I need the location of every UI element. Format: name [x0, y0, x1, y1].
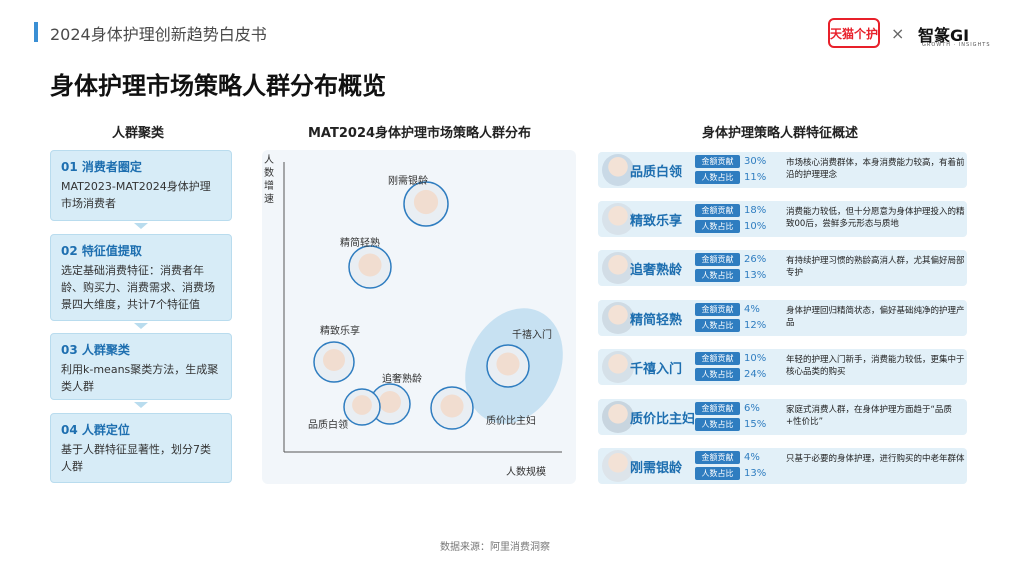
title-accent-bar — [34, 22, 38, 42]
step-text: 基于人群特征显著性，划分7类人群 — [61, 443, 211, 473]
persona-card: 精简轻熟金额贡献 4% 人数占比 12% 身体护理回归精简状态，偏好基础纯净的护理产品 — [598, 300, 967, 336]
persona-description: 市场核心消费群体，本身消费能力较高，有着前沿的护理理念 — [786, 158, 965, 180]
step-card: 04 人群定位 基于人群特征显著性，划分7类人群 — [50, 413, 232, 483]
scatter-point — [348, 245, 392, 289]
persona-description: 年轻的护理入门新手，消费能力较低，更集中于核心品类的购买 — [786, 355, 965, 377]
people-share: 15% — [744, 419, 767, 430]
profiles-heading: 身体护理策略人群特征概述 — [702, 126, 859, 141]
clustering-heading: 人群聚类 — [112, 126, 165, 141]
amount-badge: 金额贡献 — [695, 253, 740, 266]
point-label: 追奢熟龄 — [382, 374, 422, 385]
point-label: 品质白领 — [308, 420, 348, 431]
step-title: 03 人群聚类 — [61, 343, 130, 357]
amount-badge: 金额贡献 — [695, 303, 740, 316]
step-arrow — [134, 402, 148, 408]
persona-avatar — [602, 401, 634, 433]
persona-description: 家庭式消费人群，在身体护理方面趋于“品质+性价比” — [786, 405, 952, 427]
step-title: 01 消费者圈定 — [61, 160, 142, 174]
step-arrow — [134, 323, 148, 329]
step-card: 01 消费者圈定 MAT2023-MAT2024身体护理市场消费者 — [50, 150, 232, 221]
chart-canvas — [283, 162, 563, 453]
step-title: 02 特征值提取 — [61, 244, 142, 258]
amount-share: 26% — [744, 254, 767, 265]
tmall-logo: 天猫个护 — [828, 18, 880, 48]
step-text: MAT2023-MAT2024身体护理市场消费者 — [61, 180, 211, 210]
persona-name: 品质白领 — [630, 165, 683, 180]
persona-avatar — [602, 203, 634, 235]
persona-card: 千禧入门金额贡献 10% 人数占比 24% 年轻的护理入门新手，消费能力较低，更集中于核… — [598, 349, 967, 385]
persona-card: 追奢熟龄金额贡献 26% 人数占比 13% 有持续护理习惯的熟龄高消人群，尤其偏好局部专… — [598, 250, 967, 286]
persona-avatar — [602, 302, 634, 334]
people-badge: 人数占比 — [695, 220, 740, 233]
persona-description: 有持续护理习惯的熟龄高消人群，尤其偏好局部专护 — [786, 256, 965, 278]
step-title: 04 人群定位 — [61, 423, 130, 437]
document-title: 2024身体护理创新趋势白皮书 — [50, 25, 267, 44]
amount-share: 18% — [744, 205, 767, 216]
point-label: 精简轻熟 — [340, 238, 380, 249]
scatter-point — [313, 341, 355, 383]
amount-share: 6% — [744, 403, 760, 414]
people-share: 10% — [744, 221, 767, 232]
people-share: 13% — [744, 270, 767, 281]
people-badge: 人数占比 — [695, 171, 740, 184]
persona-description: 只基于必要的身体护理，进行购买的中老年群体 — [786, 454, 965, 464]
persona-card: 质价比主妇金额贡献 6% 人数占比 15% 家庭式消费人群，在身体护理方面趋于“品质+性… — [598, 399, 967, 435]
people-share: 24% — [744, 369, 767, 380]
step-card: 02 特征值提取 选定基础消费特征：消费者年龄、购买力、消费需求、消费场景四大维… — [50, 234, 232, 321]
amount-badge: 金额贡献 — [695, 204, 740, 217]
step-card: 03 人群聚类 利用k-means聚类方法，生成聚类人群 — [50, 333, 232, 400]
persona-name: 追奢熟龄 — [630, 263, 683, 278]
logo-separator: × — [891, 24, 905, 43]
chart-title: MAT2024身体护理市场策略人群分布 — [308, 126, 532, 141]
people-share: 13% — [744, 468, 767, 479]
zhizuan-logo: 智篆GI — [918, 26, 970, 45]
step-text: 选定基础消费特征：消费者年龄、购买力、消费需求、消费场景四大维度，共计7个特征值 — [61, 264, 215, 311]
people-badge: 人数占比 — [695, 418, 740, 431]
amount-share: 4% — [744, 304, 760, 315]
data-source: 数据来源：阿里消费洞察 — [440, 542, 550, 553]
point-label: 质价比主妇 — [486, 416, 536, 427]
people-share: 12% — [744, 320, 767, 331]
x-axis-label: 人数规模 — [506, 467, 546, 478]
persona-name: 刚需银龄 — [630, 461, 683, 476]
step-arrow — [134, 223, 148, 229]
persona-description: 身体护理回归精简状态，偏好基础纯净的护理产品 — [786, 306, 965, 328]
amount-share: 30% — [744, 156, 767, 167]
persona-card: 刚需银龄金额贡献 4% 人数占比 13% 只基于必要的身体护理，进行购买的中老年群体 — [598, 448, 967, 484]
amount-share: 10% — [744, 353, 767, 364]
persona-avatar — [602, 351, 634, 383]
persona-avatar — [602, 154, 634, 186]
people-badge: 人数占比 — [695, 467, 740, 480]
point-label: 千禧入门 — [512, 330, 552, 341]
amount-badge: 金额贡献 — [695, 155, 740, 168]
scatter-point — [430, 386, 474, 430]
point-label: 精致乐享 — [320, 326, 360, 337]
scatter-point — [486, 344, 530, 388]
point-label: 刚需银龄 — [388, 176, 428, 187]
persona-card: 品质白领金额贡献 30% 人数占比 11% 市场核心消费群体，本身消费能力较高，有着前沿… — [598, 152, 967, 188]
persona-card: 精致乐享金额贡献 18% 人数占比 10% 消费能力较低，但十分愿意为身体护理投入的精致… — [598, 201, 967, 237]
persona-name: 质价比主妇 — [630, 412, 696, 427]
people-badge: 人数占比 — [695, 319, 740, 332]
people-badge: 人数占比 — [695, 368, 740, 381]
amount-badge: 金额贡献 — [695, 352, 740, 365]
zhizuan-logo-subtitle: GROWTH · INSIGHTS — [922, 42, 991, 48]
amount-share: 4% — [744, 452, 760, 463]
persona-name: 精致乐享 — [630, 214, 683, 229]
scatter-point — [343, 388, 381, 426]
scatter-point — [403, 181, 449, 227]
amount-badge: 金额贡献 — [695, 402, 740, 415]
amount-badge: 金额贡献 — [695, 451, 740, 464]
page-title: 身体护理市场策略人群分布概览 — [50, 72, 386, 100]
y-axis-label: 人数增速 — [264, 155, 274, 205]
persona-name: 精简轻熟 — [630, 313, 683, 328]
persona-avatar — [602, 450, 634, 482]
people-share: 11% — [744, 172, 767, 183]
persona-description: 消费能力较低，但十分愿意为身体护理投入的精致00后，尝鲜多元形态与质地 — [786, 207, 965, 229]
people-badge: 人数占比 — [695, 269, 740, 282]
step-text: 利用k-means聚类方法，生成聚类人群 — [61, 363, 219, 393]
scatter-chart — [262, 150, 576, 484]
persona-name: 千禧入门 — [630, 362, 683, 377]
persona-avatar — [602, 252, 634, 284]
